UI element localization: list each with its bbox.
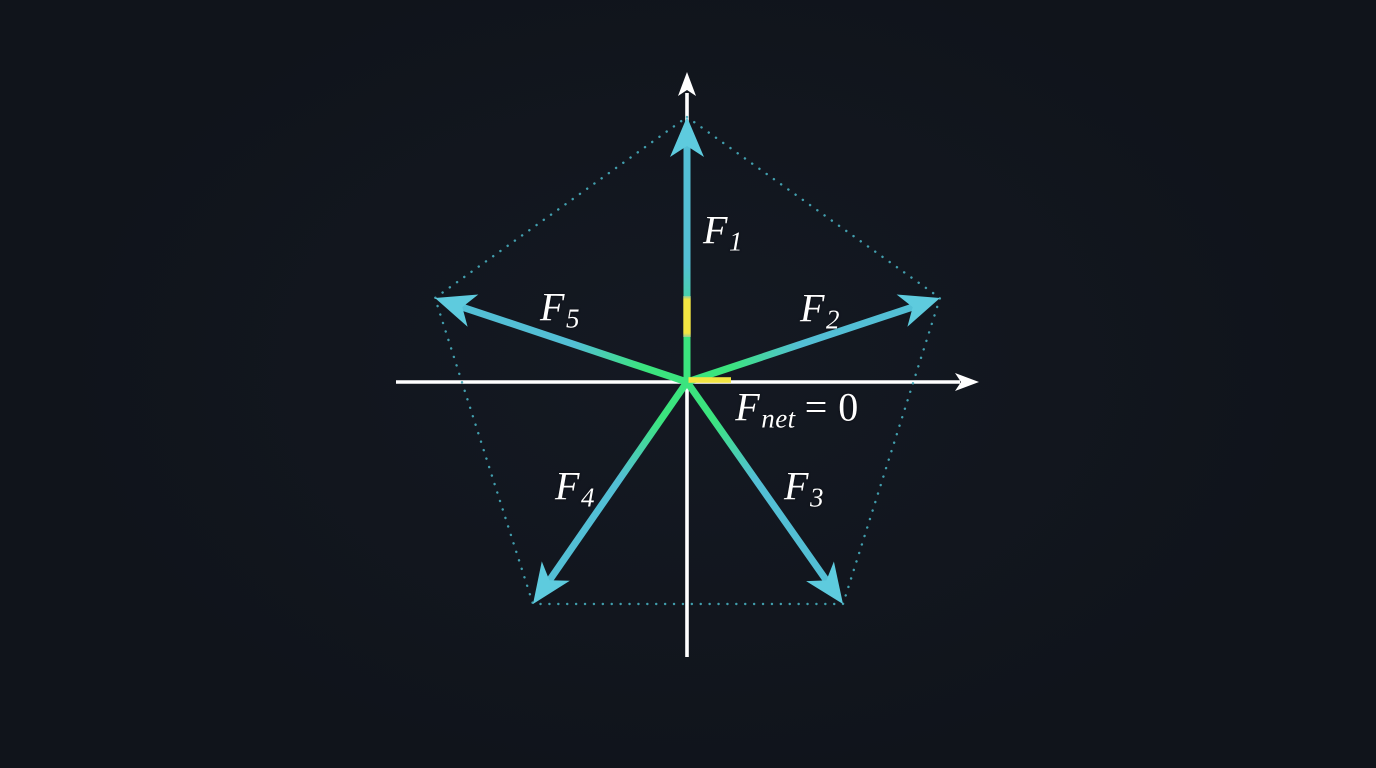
vector-f2-label: F2 — [800, 285, 840, 335]
vector-f2-label-sub: 2 — [825, 304, 840, 335]
vector-f1-arrowhead — [670, 117, 704, 157]
vector-f4-label: F4 — [555, 463, 595, 513]
net-force-label-sub: net — [761, 403, 796, 434]
partial-sum-segment-f1 — [683, 296, 691, 337]
vector-f5-label-main: F — [540, 284, 565, 330]
vector-f2-shaft — [685, 303, 915, 386]
vector-f4-label-main: F — [555, 463, 580, 509]
partial-sum-segment-x — [688, 377, 731, 383]
vector-f3-shaft — [684, 379, 830, 584]
pentagon-outline — [433, 115, 942, 606]
net-force-label: Fnet = 0 — [735, 384, 859, 434]
net-force-label-value: = 0 — [804, 384, 859, 430]
y-axis-arrowhead — [678, 72, 696, 96]
vector-f1-label: F1 — [703, 207, 743, 257]
vector-f4-arrowhead — [533, 561, 570, 604]
vector-f5-label-sub: 5 — [565, 303, 580, 334]
net-force-label-main: F — [735, 384, 761, 430]
vector-f4-label-sub: 4 — [580, 482, 595, 513]
vector-f3-label-main: F — [784, 463, 809, 509]
vector-f5-label: F5 — [540, 284, 580, 334]
vector-f5-shaft — [460, 303, 689, 386]
vector-f3-label: F3 — [784, 463, 824, 513]
vector-f3-label-sub: 3 — [809, 482, 824, 513]
vector-f2-arrowhead — [896, 294, 940, 327]
vector-f4-shaft — [546, 380, 690, 583]
x-axis-arrowhead — [955, 373, 979, 391]
vector-f1-label-sub: 1 — [728, 226, 743, 257]
vector-f5-arrowhead — [435, 294, 479, 327]
vector-f1-label-main: F — [703, 207, 728, 253]
vector-f3-arrowhead — [806, 561, 843, 604]
vector-f2-label-main: F — [800, 285, 825, 331]
